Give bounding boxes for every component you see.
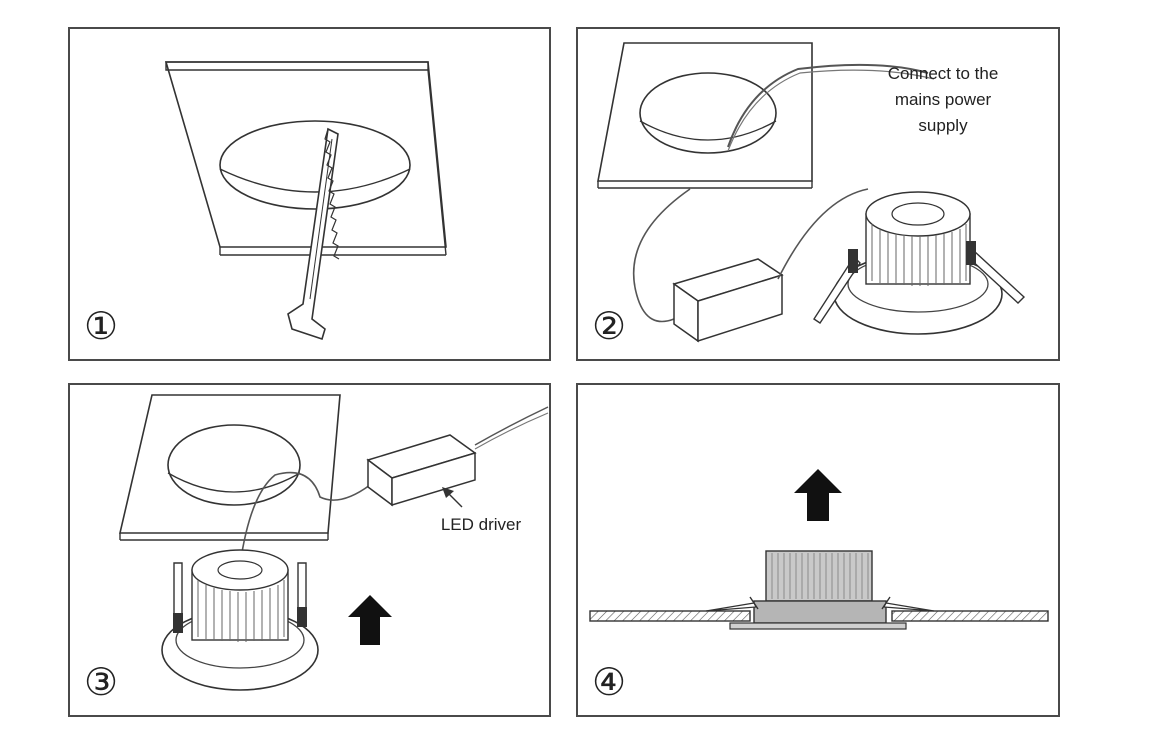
step-4-panel: ④ [576,383,1060,717]
step-4-number: ④ [592,660,627,704]
step-1-panel: ① [68,27,551,361]
up-arrow-icon [794,469,842,521]
step-3-number: ③ [84,660,119,704]
step-2-number: ② [592,304,627,348]
mains-power-label: Connect to the mains power supply [887,64,999,135]
up-arrow-icon [348,595,392,645]
step-2-panel: Connect to the mains power supply ② [576,27,1060,361]
step-1-number: ① [84,304,119,348]
step-4-illustration [589,469,1049,630]
step-3-illustration [118,394,549,691]
step-3-panel: LED driver ③ [68,383,551,717]
led-driver-label: LED driver [440,515,522,534]
step-2-illustration [597,42,1026,343]
step-1-illustration [164,61,447,341]
